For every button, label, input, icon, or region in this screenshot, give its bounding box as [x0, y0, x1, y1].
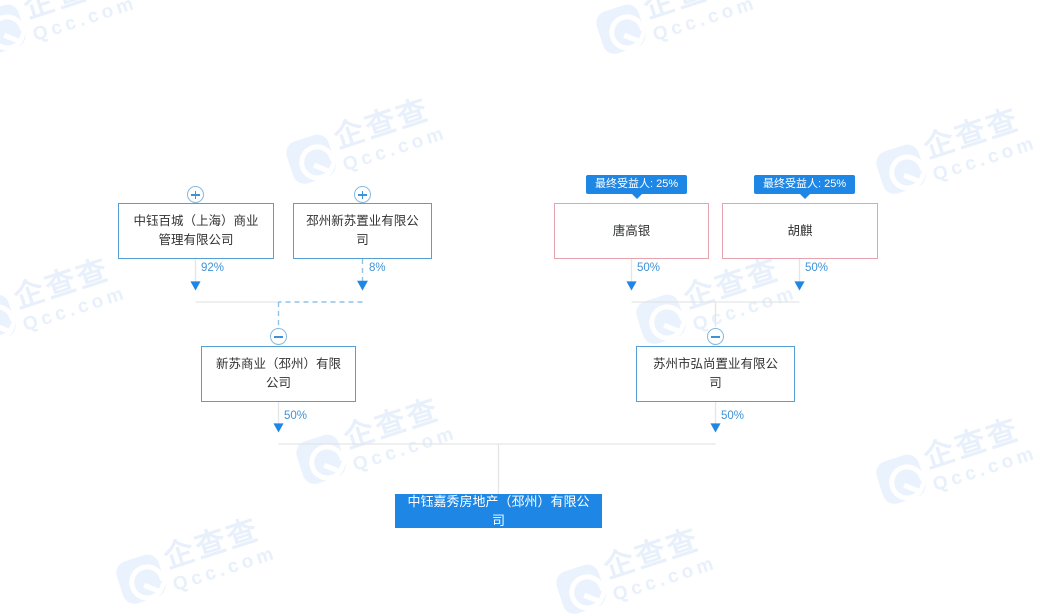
node-label: 邳州新苏置业有限公司 — [306, 214, 419, 247]
node-hongshang[interactable]: 苏州市弘尚置业有限公司 — [636, 346, 795, 402]
edge-label-50-hongshang: 50% — [721, 410, 745, 422]
badge-ultimate-beneficiary-hu: 最终受益人: 25% — [754, 175, 856, 199]
node-xinsu-shangye[interactable]: 新苏商业（邳州）有限公司 — [201, 346, 356, 402]
edge-label-92: 92% — [201, 262, 225, 274]
node-zhongyu-baicheng[interactable]: 中钰百城（上海）商业管理有限公司 — [118, 203, 274, 259]
node-root-company[interactable]: 中钰嘉秀房地产（邳州）有限公司 — [395, 494, 602, 528]
node-label: 中钰百城（上海）商业管理有限公司 — [133, 214, 259, 247]
node-label: 唐高银 — [612, 223, 651, 238]
node-hu-qi[interactable]: 胡麒 — [722, 203, 878, 259]
node-pizhou-xinsu[interactable]: 邳州新苏置业有限公司 — [293, 203, 432, 259]
expand-toggle-zhongyu-baicheng[interactable] — [187, 186, 204, 203]
node-label: 胡麒 — [787, 223, 813, 238]
edge-label-50-hu: 50% — [805, 262, 829, 274]
expand-toggle-pizhou-xinsu[interactable] — [354, 186, 371, 203]
node-label: 新苏商业（邳州）有限公司 — [215, 357, 341, 390]
node-tang-gaoyin[interactable]: 唐高银 — [554, 203, 709, 259]
collapse-toggle-xinsu-shangye[interactable] — [270, 328, 287, 345]
edge-label-50-tang: 50% — [637, 262, 661, 274]
node-label: 中钰嘉秀房地产（邳州）有限公司 — [407, 494, 590, 528]
badge-ultimate-beneficiary-tang: 最终受益人: 25% — [586, 175, 688, 199]
edge-label-50-xinsu: 50% — [284, 410, 308, 422]
edge-label-8: 8% — [369, 262, 386, 274]
node-label: 苏州市弘尚置业有限公司 — [652, 357, 778, 390]
collapse-toggle-hongshang[interactable] — [707, 328, 724, 345]
